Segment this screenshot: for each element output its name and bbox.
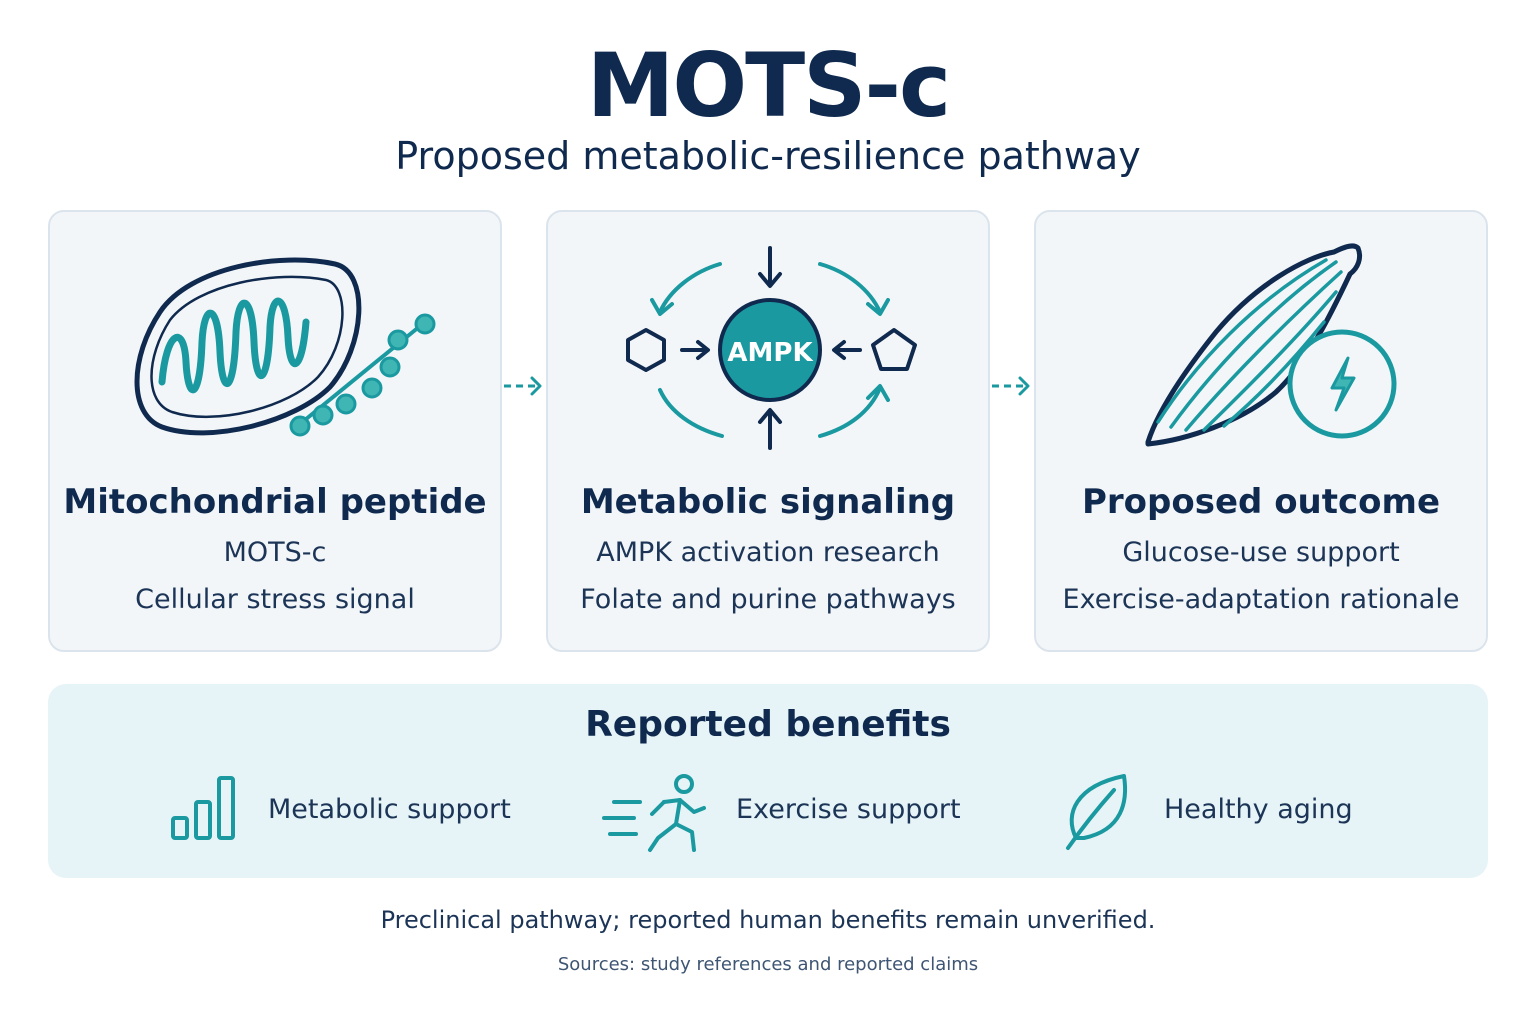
card-line: Glucose-use support bbox=[1122, 537, 1400, 568]
ampk-hub-label: AMPK bbox=[727, 338, 813, 368]
benefit-label: Healthy aging bbox=[1164, 794, 1353, 825]
page-title: MOTS-c bbox=[586, 34, 951, 137]
benefit-label: Metabolic support bbox=[268, 794, 511, 825]
sources-note: Sources: study references and reported c… bbox=[557, 954, 979, 975]
bar-chart-icon bbox=[171, 776, 235, 840]
card-line: MOTS-c bbox=[223, 537, 327, 568]
ampk-network-icon: AMPK bbox=[626, 246, 917, 450]
card-line: Cellular stress signal bbox=[135, 584, 415, 615]
card-line: Exercise-adaptation rationale bbox=[1062, 584, 1460, 615]
card-line: Folate and purine pathways bbox=[580, 584, 956, 615]
benefits-panel: Reported benefits Metabolic support bbox=[48, 684, 1488, 878]
runner-icon bbox=[602, 774, 706, 852]
benefit-label: Exercise support bbox=[736, 794, 961, 825]
leaf-icon bbox=[1066, 774, 1128, 850]
card-title: Proposed outcome bbox=[1081, 482, 1441, 522]
benefits-title: Reported benefits bbox=[585, 704, 951, 745]
card-title: Mitochondrial peptide bbox=[63, 482, 487, 522]
dashed-arrow-connector bbox=[992, 376, 1030, 396]
benefit-exercise-support: Exercise support bbox=[600, 772, 961, 852]
disclaimer: Preclinical pathway; reported human bene… bbox=[380, 906, 1156, 934]
muscle-energy-icon bbox=[1145, 243, 1397, 447]
mitochondrion-peptide-icon bbox=[134, 257, 436, 437]
card-proposed-outcome: Proposed outcome Glucose-use support Exe… bbox=[1034, 210, 1488, 652]
benefit-metabolic-support: Metabolic support bbox=[168, 772, 528, 852]
card-title: Metabolic signaling bbox=[580, 482, 956, 522]
page-subtitle: Proposed metabolic-resilience pathway bbox=[395, 134, 1141, 178]
card-mitochondrial-peptide: Mitochondrial peptide MOTS-c Cellular st… bbox=[48, 210, 502, 652]
card-line: AMPK activation research bbox=[596, 537, 940, 568]
dashed-arrow-connector bbox=[504, 376, 542, 396]
benefit-healthy-aging: Healthy aging bbox=[1062, 772, 1402, 852]
card-metabolic-signaling: AMPK Metabolic signaling AMPK activation… bbox=[546, 210, 990, 652]
